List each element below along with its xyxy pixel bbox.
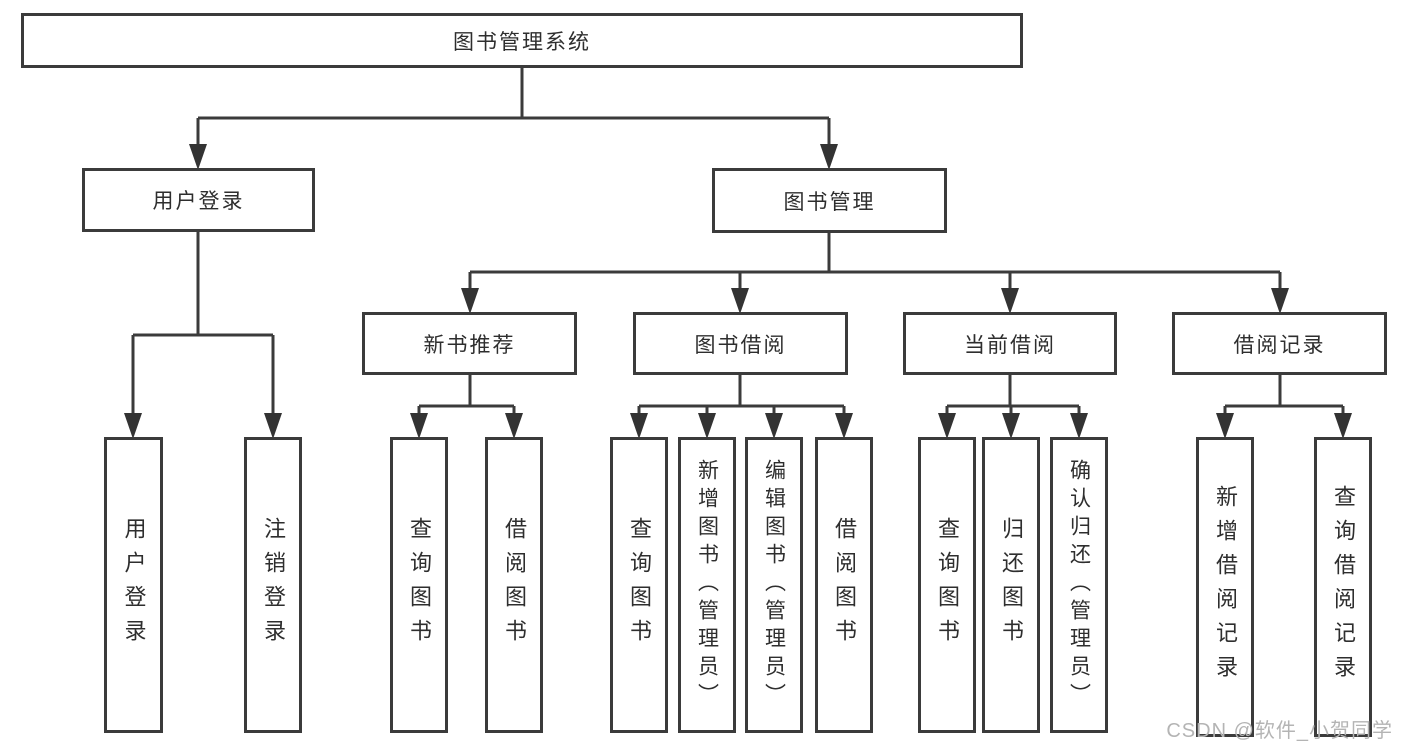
leaf-bb-edit-books-label: 编辑图书（管理员） bbox=[762, 459, 786, 711]
leaf-bb-add-books-label: 新增图书（管理员） bbox=[695, 459, 719, 711]
node-user-login: 用户登录 bbox=[82, 168, 315, 232]
node-borrow-record: 借阅记录 bbox=[1172, 312, 1387, 375]
leaf-cb-confirm-return-label: 确认归还（管理员） bbox=[1067, 459, 1091, 711]
leaf-cb-query-books-label: 查询图书 bbox=[935, 517, 960, 653]
leaf-bb-query-books: 查询图书 bbox=[610, 437, 668, 733]
node-root: 图书管理系统 bbox=[21, 13, 1023, 68]
leaf-cb-confirm-return: 确认归还（管理员） bbox=[1050, 437, 1108, 733]
leaf-bb-borrow-books: 借阅图书 bbox=[815, 437, 873, 733]
csdn-watermark: CSDN @软件_小贺同学 bbox=[1166, 720, 1393, 742]
node-current-borrow: 当前借阅 bbox=[903, 312, 1117, 375]
leaf-nbr-borrow-books: 借阅图书 bbox=[485, 437, 543, 733]
leaf-bb-borrow-books-label: 借阅图书 bbox=[832, 517, 857, 653]
leaf-nbr-borrow-books-label: 借阅图书 bbox=[502, 517, 527, 653]
node-book-borrow-label: 图书借阅 bbox=[694, 333, 787, 357]
node-new-book-recommend: 新书推荐 bbox=[362, 312, 577, 375]
leaf-br-add-record: 新增借阅记录 bbox=[1196, 437, 1254, 737]
leaf-cb-query-books: 查询图书 bbox=[918, 437, 976, 733]
leaf-bb-add-books: 新增图书（管理员） bbox=[678, 437, 736, 733]
leaf-logout: 注销登录 bbox=[244, 437, 302, 733]
leaf-logout-label: 注销登录 bbox=[261, 517, 286, 653]
leaf-user-login-label: 用户登录 bbox=[121, 517, 147, 653]
leaf-br-query-record-label: 查询借阅记录 bbox=[1331, 485, 1356, 689]
leaf-user-login: 用户登录 bbox=[104, 437, 163, 733]
node-root-label: 图书管理系统 bbox=[453, 30, 591, 54]
leaf-br-query-record: 查询借阅记录 bbox=[1314, 437, 1372, 737]
leaf-nbr-query-books-label: 查询图书 bbox=[407, 517, 432, 653]
node-book-management: 图书管理 bbox=[712, 168, 947, 233]
leaf-cb-return-books-label: 归还图书 bbox=[999, 517, 1024, 653]
node-borrow-record-label: 借阅记录 bbox=[1233, 333, 1326, 357]
leaf-bb-query-books-label: 查询图书 bbox=[627, 517, 652, 653]
node-current-borrow-label: 当前借阅 bbox=[964, 333, 1056, 357]
leaf-cb-return-books: 归还图书 bbox=[982, 437, 1040, 733]
node-user-login-label: 用户登录 bbox=[152, 190, 245, 213]
leaf-nbr-query-books: 查询图书 bbox=[390, 437, 448, 733]
node-book-management-label: 图书管理 bbox=[783, 190, 876, 214]
leaf-br-add-record-label: 新增借阅记录 bbox=[1213, 485, 1238, 689]
leaf-bb-edit-books: 编辑图书（管理员） bbox=[745, 437, 803, 733]
node-book-borrow: 图书借阅 bbox=[633, 312, 848, 375]
node-new-book-recommend-label: 新书推荐 bbox=[423, 333, 516, 357]
